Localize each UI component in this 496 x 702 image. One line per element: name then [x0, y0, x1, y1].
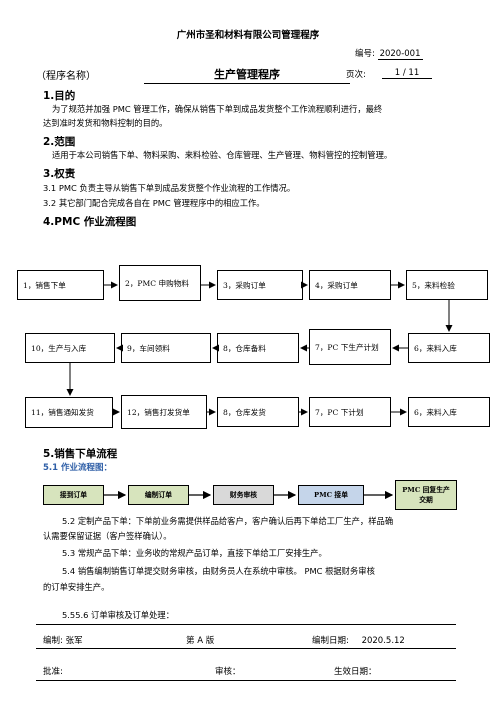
flow-step-8: 8，仓库备料: [217, 333, 299, 363]
section-3-heading: 3.权责: [43, 168, 76, 180]
company-title: 广州市圣和材料有限公司管理程序: [176, 30, 320, 41]
section-1-heading: 1.目的: [43, 90, 76, 102]
section-5-4-text-2: 的订单安排生产。: [43, 582, 110, 592]
section-5-3-text: 5.3 常规产品下单：业务收的常规产品订单，直接下单给工厂安排生产。: [62, 548, 327, 558]
footer-editor: 编制: 张军: [43, 636, 83, 646]
flow5-step-receive-order: 接到订单: [43, 485, 104, 505]
page-label: 页次:: [346, 70, 366, 80]
page-value: 1 / 11: [382, 68, 432, 79]
section-2-heading: 2.范围: [43, 136, 76, 148]
doc-number: 编号: 2020-001: [355, 47, 423, 60]
section-1-text-2: 达到准时发货和物料控制的目的。: [43, 118, 168, 128]
flow-step-3: 3，采购订单: [217, 270, 303, 300]
section-3-text-2: 3.2 其它部门配合完成各自在 PMC 管理程序中的相应工作。: [43, 198, 265, 208]
section-5-heading: 5.销售下单流程: [43, 448, 118, 460]
section-4-heading: 4.PMC 作业流程图: [43, 216, 137, 228]
flow5-step-pmc-reply: PMC 回复生产交期: [395, 480, 457, 510]
footer-date-value: 2020.5.12: [361, 636, 405, 646]
flow-step-12: 12，销售打发货单: [121, 395, 207, 429]
flow-step-11: 11，销售通知发货: [25, 397, 113, 428]
footer-date-label: 编制日期:: [312, 636, 349, 646]
flow-step-8b: 8，仓库发货: [217, 397, 299, 427]
footer-version: 第 A 版: [186, 636, 215, 646]
section-5-5-6-text: 5.55.6 订单审核及订单处理：: [62, 610, 174, 620]
section-5-2-text-2: 认需要保留证据（客户签样确认）。: [43, 531, 172, 541]
footer-divider-1: [36, 624, 456, 625]
section-1-text-1: 为了规范并加强 PMC 管理工作，确保从销售下单到成品发货整个工作流程顺利进行，…: [52, 104, 383, 114]
footer-divider-3: [36, 680, 456, 681]
flow-step-10: 10，生产与入库: [25, 333, 115, 363]
section-5-1-subheading: 5.1 作业流程图：: [43, 463, 113, 473]
section-5-4-text-1: 5.4 销售编制销售订单提交财务审核，由财务员人在系统中审核。 PMC 根据财务…: [62, 566, 375, 576]
flow-step-6: 6，来料入库: [408, 333, 490, 363]
program-label: （程序名称）: [36, 71, 96, 82]
flow-step-7: 7，PC 下生产计划: [309, 329, 391, 365]
flow-step-4: 4，采购订单: [309, 270, 391, 300]
footer-date: 编制日期: 2020.5.12: [312, 634, 405, 646]
program-name: 生产管理程序: [144, 66, 350, 84]
flow5-step-pmc-accept: PMC 接单: [298, 485, 364, 505]
flow-step-1: 1，销售下单: [17, 270, 104, 300]
flow5-step-finance-review: 财务审核: [213, 485, 274, 505]
footer-divider-2: [36, 648, 456, 649]
flow-step-6b: 6，来料入库: [408, 397, 490, 427]
flow-step-7b: 7，PC 下计划: [309, 397, 391, 427]
footer-review: 审核：: [215, 667, 241, 677]
footer-effective-date: 生效日期：: [334, 667, 377, 677]
program-row: （程序名称） 生产管理程序 页次: 1 / 11: [36, 66, 456, 84]
doc-number-value: 2020-001: [377, 49, 423, 60]
section-2-text: 适用于本公司销售下单、物料采购、来料检验、仓库管理、生产管理、物料管控的控制管理…: [52, 150, 393, 160]
section-5-2-text-1: 5.2 定制产品下单：下单前业务需提供样品给客户，客户确认后再下单给工厂生产，样…: [62, 516, 394, 526]
flow-step-2: 2，PMC 申购物料: [119, 265, 201, 301]
footer-approve: 批准:: [43, 667, 63, 677]
section-3-text-1: 3.1 PMC 负责主导从销售下单到成品发货整个作业流程的工作情况。: [43, 183, 296, 193]
flow5-step-compile-order: 编制订单: [128, 485, 189, 505]
doc-number-label: 编号:: [355, 49, 375, 59]
flow-step-5: 5，来料检验: [406, 270, 488, 300]
